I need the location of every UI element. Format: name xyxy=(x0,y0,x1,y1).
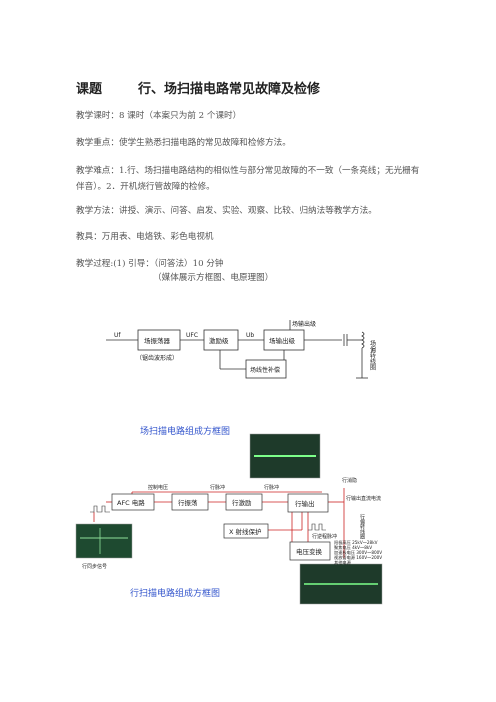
title-text: 行、场扫描电路常见故障及检修 xyxy=(138,82,321,97)
afc-block: AFC 电路 xyxy=(117,498,145,507)
line-scan-diagram: 场扫描电路组成方框图 AFC 电路 行振荡 行激励 行输出 X 射线保护 电压变… xyxy=(72,418,398,610)
volt-conv-block: 电压变换 xyxy=(296,547,323,556)
difficulty-line: 教学难点：1.行、场扫描电路结构的相似性与部分常见故障的不一致（一条亮线；无光栅… xyxy=(76,166,420,192)
label-h-pulse-1: 行脉冲 xyxy=(210,484,225,491)
output-item: 视放管电源 160V～200V xyxy=(334,554,382,561)
output-top-label: 场输出级 xyxy=(292,320,316,328)
label-h-coil: 行偏转线圈 xyxy=(359,513,365,540)
hours-line: 教学课时：8 课时（本案只为前 2 个课时） xyxy=(76,111,242,121)
field-scan-diagram: 场振荡器 （锯齿波形成） 激励级 场输出级 场线性补偿 场输出级 Uf UFC … xyxy=(106,320,376,379)
sig-uf: Uf xyxy=(114,332,121,339)
label-h-pulse-2: 行脉冲 xyxy=(264,484,279,491)
label-h-blank: 行消隐 xyxy=(342,477,357,484)
lesson-title: 课题 行、场扫描电路常见故障及检修 xyxy=(76,78,320,97)
label-ctrl-v: 控制电压 xyxy=(148,484,168,491)
linearity-block-label: 场线性补偿 xyxy=(250,366,280,374)
exciter-block-label: 激励级 xyxy=(209,336,229,345)
title-label: 课题 xyxy=(76,82,103,97)
h-osc-block: 行振荡 xyxy=(178,498,198,507)
process-line: 教学过程:(1) 引导：（问答法）10 分钟 xyxy=(76,259,224,269)
tools-line: 教具：万用表、电烙铁、彩色电视机 xyxy=(76,232,214,242)
screen-thumb-2 xyxy=(75,523,133,559)
caption-top: 场扫描电路组成方框图 xyxy=(140,425,230,437)
output-item: 加速极电压 300V～800V xyxy=(334,549,382,556)
focus-line: 教学重点：使学生熟悉扫描电路的常见故障和检修方法。 xyxy=(76,138,291,148)
osc-block-sub: （锯齿波形成） xyxy=(136,354,178,362)
output-item: 阳极高压 25kV～28kV xyxy=(334,539,378,546)
label-h-dc: 行输出直流电流 xyxy=(346,495,381,502)
xray-block: X 射线保护 xyxy=(229,527,262,536)
coil-label: 场偏转线圈 xyxy=(369,339,376,371)
caption-bottom: 行扫描电路组成方框图 xyxy=(130,587,220,599)
h-out-block: 行输出 xyxy=(295,499,315,508)
sig-ub: Ub xyxy=(246,332,254,339)
output-item: 其他电源 xyxy=(334,559,352,566)
label-h-ret: 行逆程脉冲 xyxy=(312,533,337,540)
h-drive-block: 行激励 xyxy=(232,498,252,507)
osc-block-label: 场振荡器 xyxy=(144,336,171,345)
label-h-sync: 行同步信号 xyxy=(82,563,107,570)
methods-line: 教学方法：讲授、演示、问答、启发、实验、观察、比较、归纳法等教学方法。 xyxy=(76,206,377,216)
sig-ufc: UFC xyxy=(186,332,198,339)
output-block-label: 场输出级 xyxy=(269,336,296,345)
process-note: （媒体展示方框图、电原理图） xyxy=(153,273,274,283)
output-item: 聚焦电压 4kV～8kV xyxy=(334,544,372,551)
